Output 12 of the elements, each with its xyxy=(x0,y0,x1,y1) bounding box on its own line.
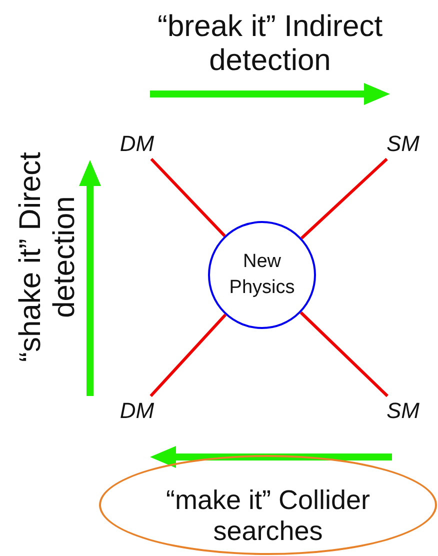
particle-label: SM xyxy=(378,396,428,426)
particle-label: DM xyxy=(112,129,162,159)
propagator-line xyxy=(150,314,227,398)
detection-label: “break it” Indirect detection xyxy=(156,10,384,78)
particle-label: DM xyxy=(112,396,162,426)
propagator-line xyxy=(300,311,388,398)
propagator-line xyxy=(300,158,388,240)
particle-label: SM xyxy=(378,129,428,159)
vertex-circle: New Physics xyxy=(208,221,316,329)
highlight-ellipse: “make it” Collider searches xyxy=(99,455,437,555)
propagator-line xyxy=(150,158,226,237)
detection-label: “shake it” Direct detection xyxy=(14,150,82,364)
